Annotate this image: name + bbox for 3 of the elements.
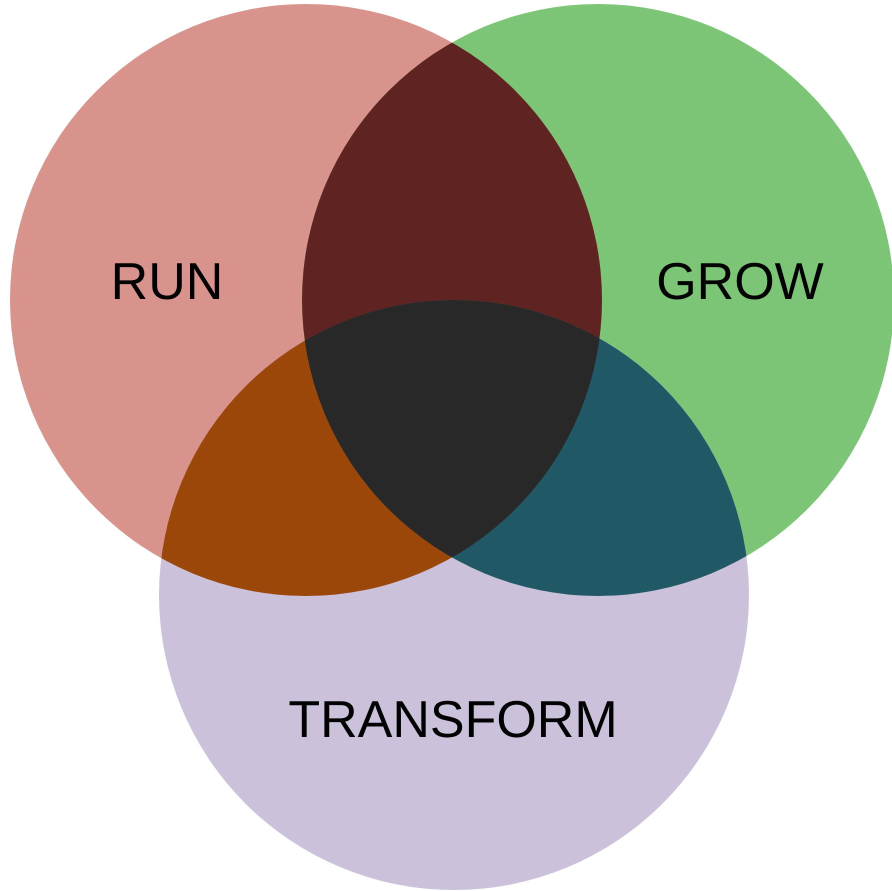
circle-label: TRANSFORM [288,691,618,749]
circle-label: GROW [656,253,824,311]
circle-label: RUN [110,253,224,311]
